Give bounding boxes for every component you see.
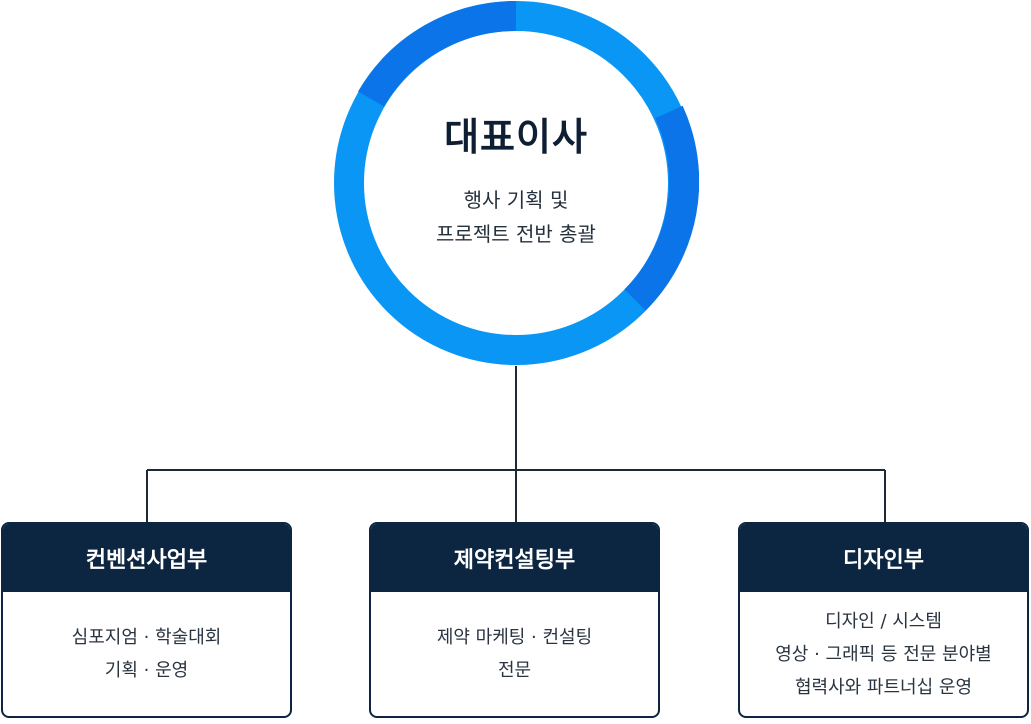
department-box-convention: 컨벤션사업부 심포지엄 · 학술대회 기획 · 운영 <box>1 522 292 718</box>
ceo-ring <box>334 0 699 365</box>
department-name: 디자인부 <box>740 524 1027 592</box>
department-line: 제약 마케팅 · 컨설팅 <box>436 627 593 648</box>
department-name: 컨벤션사업부 <box>3 524 290 592</box>
department-line: 협력사와 파트너십 운영 <box>794 676 973 698</box>
ceo-title: 대표이사 <box>444 114 588 159</box>
ceo-desc-line: 프로젝트 전반 총괄 <box>436 221 596 246</box>
department-line: 디자인 / 시스템 <box>825 610 942 632</box>
department-line: 전문 <box>497 660 532 681</box>
ceo-description: 행사 기획 및 프로젝트 전반 총괄 <box>436 183 596 251</box>
department-name: 제약컨설팅부 <box>371 524 658 592</box>
ceo-ring-accent-top <box>358 0 517 107</box>
department-description: 디자인 / 시스템 영상 · 그래픽 등 전문 분야별 협력사와 파트너십 운영 <box>740 592 1027 716</box>
department-box-pharma-consulting: 제약컨설팅부 제약 마케팅 · 컨설팅 전문 <box>369 522 660 718</box>
ceo-desc-line: 행사 기획 및 <box>463 187 569 212</box>
department-description: 제약 마케팅 · 컨설팅 전문 <box>371 592 658 716</box>
department-description: 심포지엄 · 학술대회 기획 · 운영 <box>3 592 290 716</box>
department-line: 기획 · 운영 <box>104 660 189 681</box>
department-line: 심포지엄 · 학술대회 <box>71 627 222 648</box>
ceo-node: 대표이사 행사 기획 및 프로젝트 전반 총괄 <box>333 0 699 366</box>
ceo-ring-accent-right <box>624 105 699 311</box>
department-line: 영상 · 그래픽 등 전문 분야별 <box>775 643 992 665</box>
department-box-design: 디자인부 디자인 / 시스템 영상 · 그래픽 등 전문 분야별 협력사와 파트… <box>738 522 1029 718</box>
